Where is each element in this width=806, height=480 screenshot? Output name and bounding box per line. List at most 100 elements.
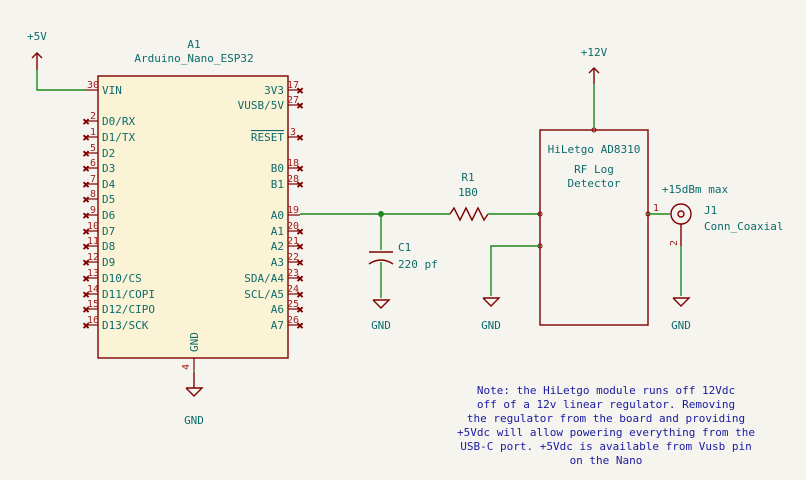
- pin-name: A3: [271, 256, 284, 269]
- gnd-coax: GND: [671, 297, 691, 332]
- note-line: on the Nano: [570, 454, 643, 467]
- capacitor-value: 220 pf: [398, 258, 438, 271]
- pin-number: 18: [287, 158, 299, 169]
- no-connect-icon: ×: [297, 162, 304, 175]
- pin-number: 21: [287, 236, 299, 247]
- gnd-module: GND: [481, 297, 501, 332]
- module-body: [539, 129, 649, 326]
- pin-number: 5: [90, 143, 96, 154]
- gnd-label-arduino: GND: [184, 414, 204, 427]
- no-connect-icon: ×: [83, 272, 90, 285]
- coax-pin2-num: 2: [669, 240, 680, 246]
- pin-number: 25: [287, 299, 299, 310]
- wire-module-gnd: [490, 245, 540, 296]
- pin-number: 10: [87, 221, 99, 232]
- capacitor-ref: C1: [398, 241, 411, 254]
- pin-number: 30: [87, 80, 99, 91]
- coax-pin1-num: 1: [653, 203, 659, 214]
- power-5v-label: +5V: [27, 30, 47, 43]
- pin-number: 28: [287, 174, 299, 185]
- pin-number: 16: [87, 315, 99, 326]
- arduino-value: Arduino_Nano_ESP32: [134, 52, 253, 65]
- no-connect-icon: ×: [297, 131, 304, 144]
- wire-5v-vin: [36, 70, 86, 91]
- pin-number: 8: [90, 189, 96, 200]
- no-connect-icon: ×: [83, 319, 90, 332]
- pin-number: 27: [287, 95, 299, 106]
- pin-number: 12: [87, 252, 99, 263]
- pin-number: 2: [90, 111, 96, 122]
- power-12v: +12V: [581, 46, 608, 128]
- pin-name: D2: [102, 147, 115, 160]
- pin-number: 22: [287, 252, 299, 263]
- arduino-body: [97, 75, 289, 359]
- coax-value: Conn_Coaxial: [704, 220, 783, 233]
- gnd-symbol: [372, 299, 391, 309]
- coax-center: [677, 210, 685, 218]
- pin-number: 3: [290, 127, 296, 138]
- pin-number: 13: [87, 268, 99, 279]
- pin-name: D11/COPI: [102, 288, 155, 301]
- pin-name: D4: [102, 178, 116, 191]
- pin-number: 15: [87, 299, 99, 310]
- pin-number: 9: [90, 205, 96, 216]
- pin-number: 7: [90, 174, 96, 185]
- no-connect-icon: ×: [297, 99, 304, 112]
- pin-name: A2: [271, 240, 284, 253]
- pin-name: VUSB/5V: [238, 99, 285, 112]
- coax-connector-j1[interactable]: 1 2 J1 Conn_Coaxial +15dBm max: [648, 183, 783, 296]
- pin-name: SDA/A4: [244, 272, 284, 285]
- resistor-r1[interactable]: R1 1B0: [449, 171, 489, 222]
- pin-name: D8: [102, 240, 115, 253]
- gnd-arduino: GND: [184, 370, 204, 427]
- note-line: Note: the HiLetgo module runs off 12Vdc: [477, 384, 735, 397]
- module-subtitle-1: RF Log: [574, 163, 614, 176]
- arduino-gnd-pin-num: 4: [181, 364, 192, 370]
- capacitor-c1[interactable]: C1 220 pf: [368, 214, 438, 298]
- gnd-label-coax: GND: [671, 319, 691, 332]
- pin-name: D5: [102, 193, 115, 206]
- rf-log-detector-module[interactable]: HiLetgo AD8310 RF Log Detector: [537, 127, 651, 326]
- pin-number: 20: [287, 221, 299, 232]
- no-connect-icon: ×: [83, 178, 90, 191]
- no-connect-icon: ×: [83, 162, 90, 175]
- pin-name: A7: [271, 319, 284, 332]
- resistor-ref: R1: [461, 171, 474, 184]
- no-connect-icon: ×: [83, 131, 90, 144]
- pin-name: D7: [102, 225, 115, 238]
- no-connect-icon: ×: [297, 240, 304, 253]
- coax-ref: J1: [704, 204, 717, 217]
- pin-number: 23: [287, 268, 299, 279]
- gnd-label-module: GND: [481, 319, 501, 332]
- no-connect-icon: ×: [297, 225, 304, 238]
- no-connect-icon: ×: [297, 288, 304, 301]
- pin-name: B1: [271, 178, 284, 191]
- arduino-pin-d4: ×7 D4: [82, 174, 116, 192]
- note-line: +5Vdc will allow powering everything fro…: [457, 426, 755, 439]
- pin-name: A1: [271, 225, 284, 238]
- no-connect-icon: ×: [83, 256, 90, 269]
- no-connect-icon: ×: [297, 319, 304, 332]
- no-connect-icon: ×: [83, 115, 90, 128]
- arduino-gnd-pin-name: GND: [188, 332, 201, 352]
- pin-number: 11: [87, 236, 99, 247]
